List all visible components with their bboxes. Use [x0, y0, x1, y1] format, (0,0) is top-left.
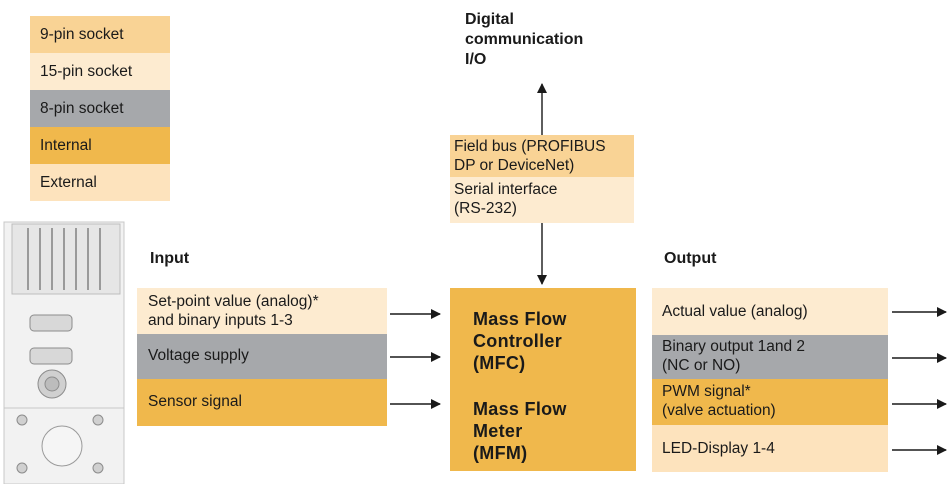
- serial-line: (RS-232): [454, 200, 517, 217]
- output-line: (valve actuation): [662, 402, 776, 419]
- output-binary-box: Binary output 1and 2 (NC or NO): [652, 335, 888, 379]
- heading-line: Digital: [465, 11, 514, 28]
- input-heading: Input: [150, 250, 190, 267]
- legend-9-pin-socket: 9-pin socket: [30, 16, 170, 53]
- input-setpoint-box: Set-point value (analog)* and binary inp…: [137, 288, 387, 334]
- input-line: Sensor signal: [148, 393, 242, 410]
- mfc-mfm-box: Mass Flow Controller (MFC) Mass Flow Met…: [450, 288, 636, 471]
- serial-interface-box: Serial interface (RS-232): [450, 177, 634, 223]
- input-line: and binary inputs 1-3: [148, 312, 293, 329]
- output-led-box: LED-Display 1-4: [652, 425, 888, 472]
- legend-label: Internal: [40, 136, 92, 154]
- input-line: Set-point value (analog)*: [148, 293, 319, 310]
- output-line: Actual value (analog): [662, 303, 808, 320]
- mfm-line: (MFM): [473, 443, 528, 463]
- legend-15-pin-socket: 15-pin socket: [30, 53, 170, 90]
- mfc-line: (MFC): [473, 353, 526, 373]
- output-line: (NC or NO): [662, 357, 741, 374]
- output-pwm-box: PWM signal* (valve actuation): [652, 379, 888, 425]
- digital-communication-heading: Digital communication I/O: [465, 10, 583, 70]
- legend-label: External: [40, 173, 97, 191]
- output-line: Binary output 1and 2: [662, 338, 806, 355]
- legend-external: External: [30, 164, 170, 201]
- output-actual-value-box: Actual value (analog): [652, 288, 888, 335]
- mfm-line: Meter: [473, 421, 523, 441]
- output-line: PWM signal*: [662, 383, 751, 400]
- fieldbus-line: Field bus (PROFIBUS: [454, 138, 606, 155]
- mfc-line: Mass Flow: [473, 309, 567, 329]
- input-sensor-box: Sensor signal: [137, 379, 387, 426]
- serial-line: Serial interface: [454, 181, 558, 198]
- input-line: Voltage supply: [148, 347, 249, 364]
- mfc-line: Controller: [473, 331, 563, 351]
- legend-internal: Internal: [30, 127, 170, 164]
- heading-line: communication: [465, 31, 584, 48]
- legend-label: 9-pin socket: [40, 25, 124, 43]
- legend-label: 15-pin socket: [40, 62, 133, 80]
- fieldbus-box: Field bus (PROFIBUS DP or DeviceNet): [450, 135, 634, 177]
- legend-label: 8-pin socket: [40, 99, 124, 117]
- output-line: LED-Display 1-4: [662, 440, 775, 457]
- legend-8-pin-socket: 8-pin socket: [30, 90, 170, 127]
- fieldbus-line: DP or DeviceNet): [454, 157, 575, 174]
- heading-line: I/O: [465, 51, 487, 68]
- device-illustration: [3, 221, 125, 484]
- mfc-label: Mass Flow Controller (MFC): [473, 308, 567, 374]
- output-heading: Output: [664, 250, 717, 267]
- mfm-label: Mass Flow Meter (MFM): [473, 398, 567, 464]
- mfm-line: Mass Flow: [473, 399, 567, 419]
- input-voltage-box: Voltage supply: [137, 334, 387, 379]
